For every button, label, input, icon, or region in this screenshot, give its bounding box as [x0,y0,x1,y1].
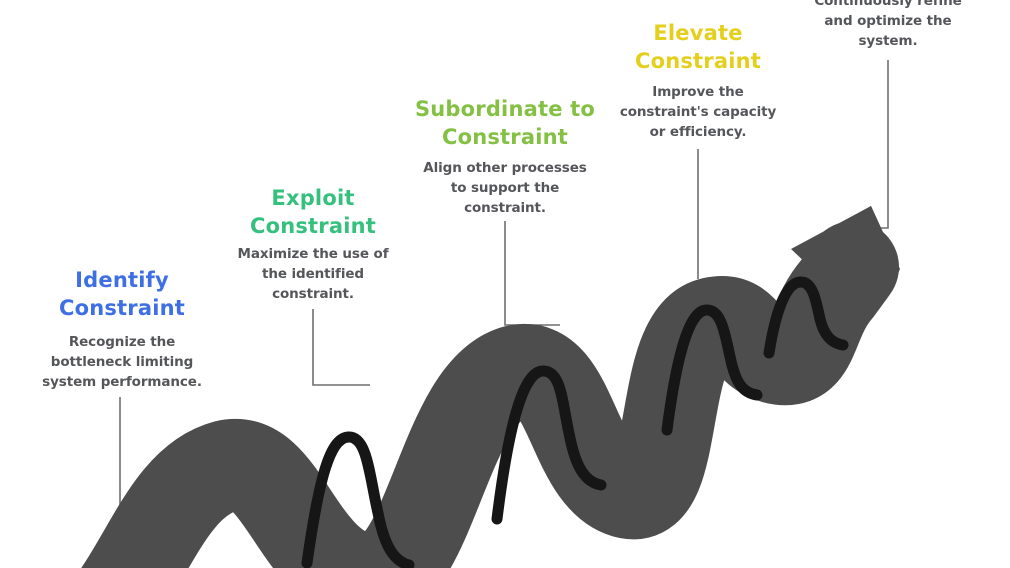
step-description-line: to support the [450,180,560,196]
step-block-subordinate: Subordinate to Constraint Align other pr… [395,95,615,218]
step-description-line: constraint's capacity [619,104,777,120]
step-description: Align other processes to support the con… [395,158,615,218]
step-description-line: system. [858,33,918,49]
step-description-line: Maximize the use of [237,246,389,262]
step-title-line: Constraint [58,296,186,320]
step-block-repeat: Continuously refine and optimize the sys… [778,0,998,51]
loop-arch-2 [491,365,607,525]
step-title-line: Constraint [634,49,762,73]
step-description-line: bottleneck limiting [50,354,194,370]
step-description-line: Recognize the [68,334,176,350]
step-title-line: Identify [75,268,169,292]
step-block-elevate: Elevate Constraint Improve the constrain… [588,19,808,142]
loop-arch-1 [301,431,415,568]
step-description-line: Align other processes [423,160,587,176]
loop-arch-4 [763,276,849,359]
step-title-line: Constraint [249,214,377,238]
step-title: Exploit Constraint [203,184,423,240]
step-description-line: or efficiency. [649,124,747,140]
step-block-exploit: Exploit Constraint Maximize the use of t… [203,184,423,304]
wave-loop-arches [301,276,849,568]
wave-ribbon [81,221,899,568]
step-title-line: Constraint [441,125,569,149]
step-title: Identify Constraint [12,266,232,322]
step-title: Subordinate to Constraint [395,95,615,151]
connector-step-5 [876,60,889,229]
step-description-line: Improve the [652,84,744,100]
step-description: Recognize the bottleneck limiting system… [12,332,232,392]
step-title: Elevate Constraint [588,19,808,75]
step-description: Improve the constraint's capacity or eff… [588,82,808,142]
step-title-line: Elevate [653,21,743,45]
step-description-line: Continuously refine [814,0,962,9]
step-description: Continuously refine and optimize the sys… [778,0,998,51]
step-description-line: the identified [262,266,364,282]
connector-step-2 [312,309,370,386]
arrow-head-tip [795,206,899,268]
step-title-line: Exploit [271,186,355,210]
step-title-line: Subordinate to [414,97,596,121]
connector-step-3 [504,221,560,326]
step-description-line: system performance. [42,374,202,390]
step-block-identify: Identify Constraint Recognize the bottle… [12,266,232,392]
step-description-line: and optimize the [824,13,952,29]
step-description: Maximize the use of the identified const… [203,244,423,304]
loop-arch-3 [661,304,763,436]
step-description-line: constraint. [464,200,546,216]
step-description-line: constraint. [272,286,354,302]
